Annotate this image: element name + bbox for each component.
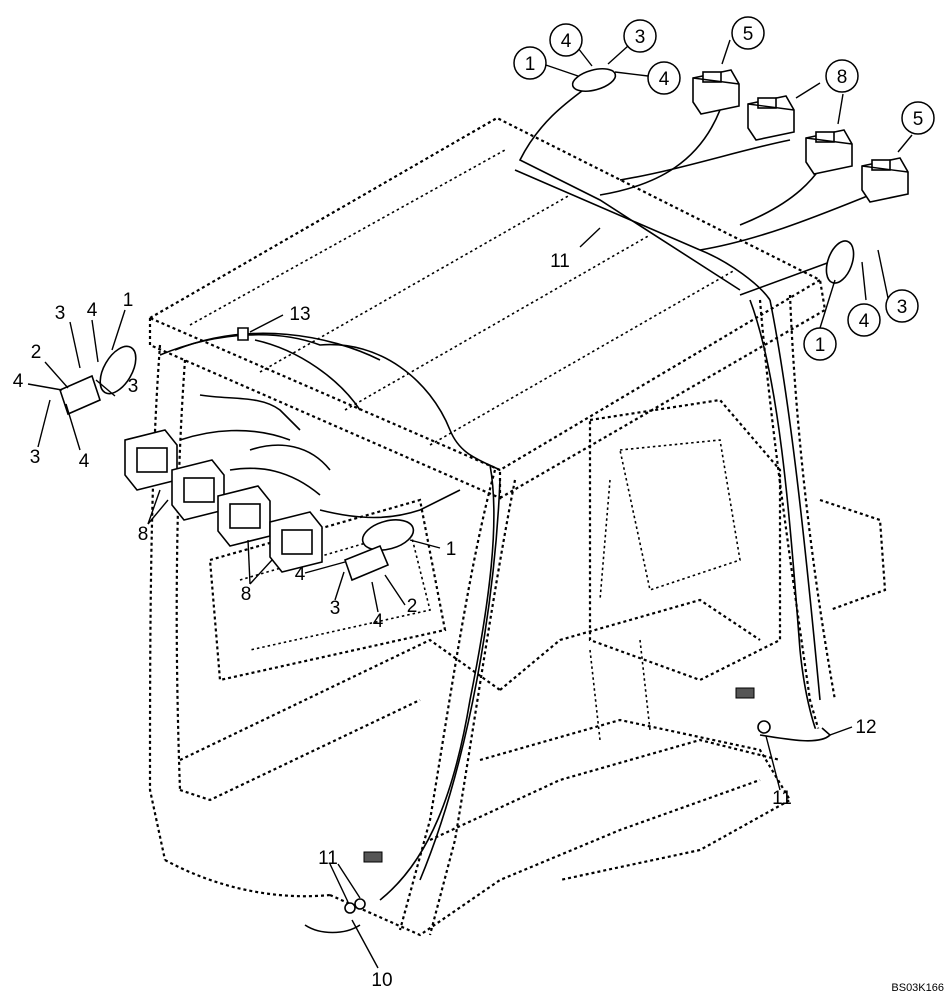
svg-text:4: 4 (561, 31, 572, 52)
drawing-code: BS03K166 (891, 982, 944, 994)
label-3-left: 3 (55, 303, 66, 324)
callout-4-top: 4 (549, 23, 583, 57)
label-3-front: 3 (330, 598, 341, 619)
label-4-front-low: 4 (373, 611, 384, 632)
callout-3-right: 3 (885, 289, 919, 323)
callout-3-top: 3 (623, 19, 657, 53)
label-4-left-mid: 4 (13, 371, 24, 392)
label-4-front: 4 (295, 564, 306, 585)
callout-1-top: 1 (513, 46, 547, 80)
callout-5-right: 5 (901, 101, 935, 135)
label-10: 10 (371, 970, 392, 991)
label-8-front: 8 (241, 584, 252, 605)
front-work-lamps (124, 429, 323, 573)
brackets (59, 67, 855, 934)
label-11-roof: 11 (550, 251, 570, 272)
label-4-left: 4 (87, 300, 98, 321)
label-13: 13 (289, 304, 310, 325)
svg-text:3: 3 (635, 27, 646, 48)
label-11-rear: 11 (772, 788, 792, 809)
callouts: 1 4 3 4 5 8 5 1 4 3 11 13 3 4 1 2 4 3 3 … (13, 16, 935, 991)
label-2-front: 2 (407, 596, 418, 617)
label-1-front: 1 (446, 539, 457, 560)
svg-text:3: 3 (897, 297, 908, 318)
rear-work-lamps (692, 69, 909, 203)
label-11-front: 11 (318, 848, 338, 869)
svg-text:4: 4 (859, 311, 870, 332)
callout-4-top-right: 4 (647, 61, 681, 95)
callout-8-top: 8 (825, 59, 859, 93)
label-3-left-low: 3 (30, 447, 41, 468)
callout-4-right: 4 (847, 303, 881, 337)
roof-harness (159, 84, 871, 901)
label-12: 12 (855, 717, 876, 738)
callout-5-top: 5 (731, 16, 765, 50)
label-8-front-left: 8 (138, 524, 149, 545)
label-2-left: 2 (31, 342, 42, 363)
label-1-left: 1 (123, 290, 134, 311)
svg-text:8: 8 (837, 67, 848, 88)
svg-text:1: 1 (815, 335, 826, 356)
svg-text:4: 4 (659, 69, 670, 90)
leader-lines (27, 39, 913, 969)
svg-text:1: 1 (525, 54, 536, 75)
callout-1-right: 1 (803, 327, 837, 361)
label-3-left-mid: 3 (128, 376, 139, 397)
svg-text:5: 5 (743, 24, 754, 45)
label-4-left-low: 4 (79, 451, 90, 472)
svg-text:5: 5 (913, 109, 924, 130)
